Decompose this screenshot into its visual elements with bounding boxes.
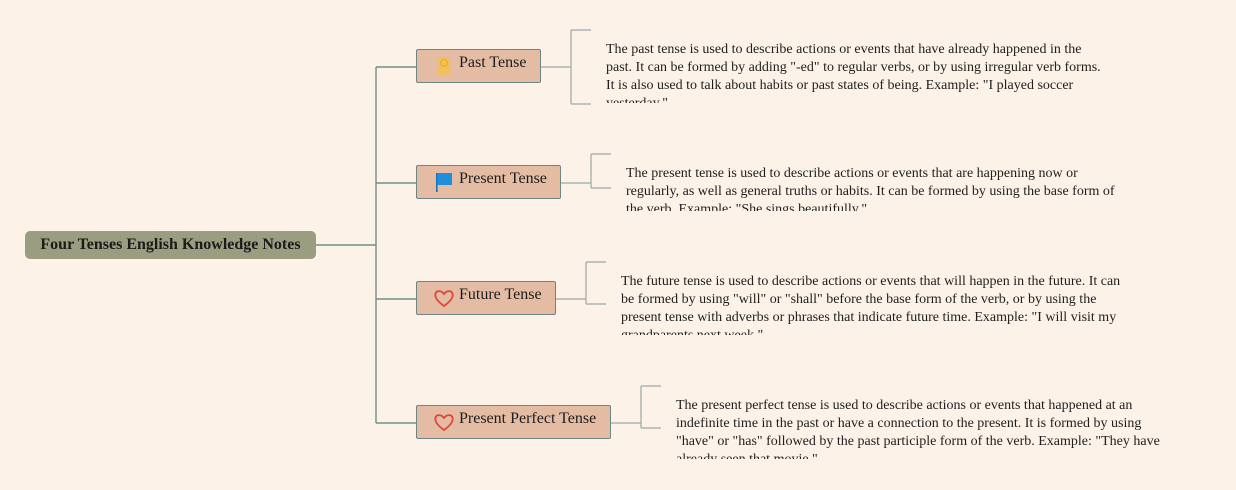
award-ribbon-icon — [433, 55, 455, 77]
blue-flag-icon — [433, 171, 455, 193]
branch-node-label: Future Tense — [459, 286, 542, 303]
note-future-tense: The future tense is used to describe act… — [621, 274, 1121, 335]
root-node[interactable]: Four Tenses English Knowledge Notes — [25, 231, 316, 259]
branch-node-present-tense[interactable]: Present Tense — [416, 165, 561, 199]
connector-note-present — [561, 153, 611, 189]
heart-outline-icon — [433, 411, 455, 433]
note-present-perfect-tense: The present perfect tense is used to des… — [676, 398, 1160, 459]
heart-outline-icon — [433, 287, 455, 309]
branch-node-label: Past Tense — [459, 54, 527, 71]
branch-node-label: Present Tense — [459, 170, 547, 187]
branch-node-future-tense[interactable]: Future Tense — [416, 281, 556, 315]
branch-node-past-tense[interactable]: Past Tense — [416, 49, 541, 83]
branch-node-label: Present Perfect Tense — [459, 410, 597, 427]
root-node-label: Four Tenses English Knowledge Notes — [40, 236, 301, 253]
note-present-tense: The present tense is used to describe ac… — [626, 166, 1115, 211]
branch-node-present-perfect-tense[interactable]: Present Perfect Tense — [416, 405, 611, 439]
connector-note-future — [556, 261, 606, 305]
connector-note-past — [541, 29, 591, 105]
connector-note-perfect — [611, 385, 661, 429]
note-past-tense: The past tense is used to describe actio… — [606, 42, 1101, 103]
